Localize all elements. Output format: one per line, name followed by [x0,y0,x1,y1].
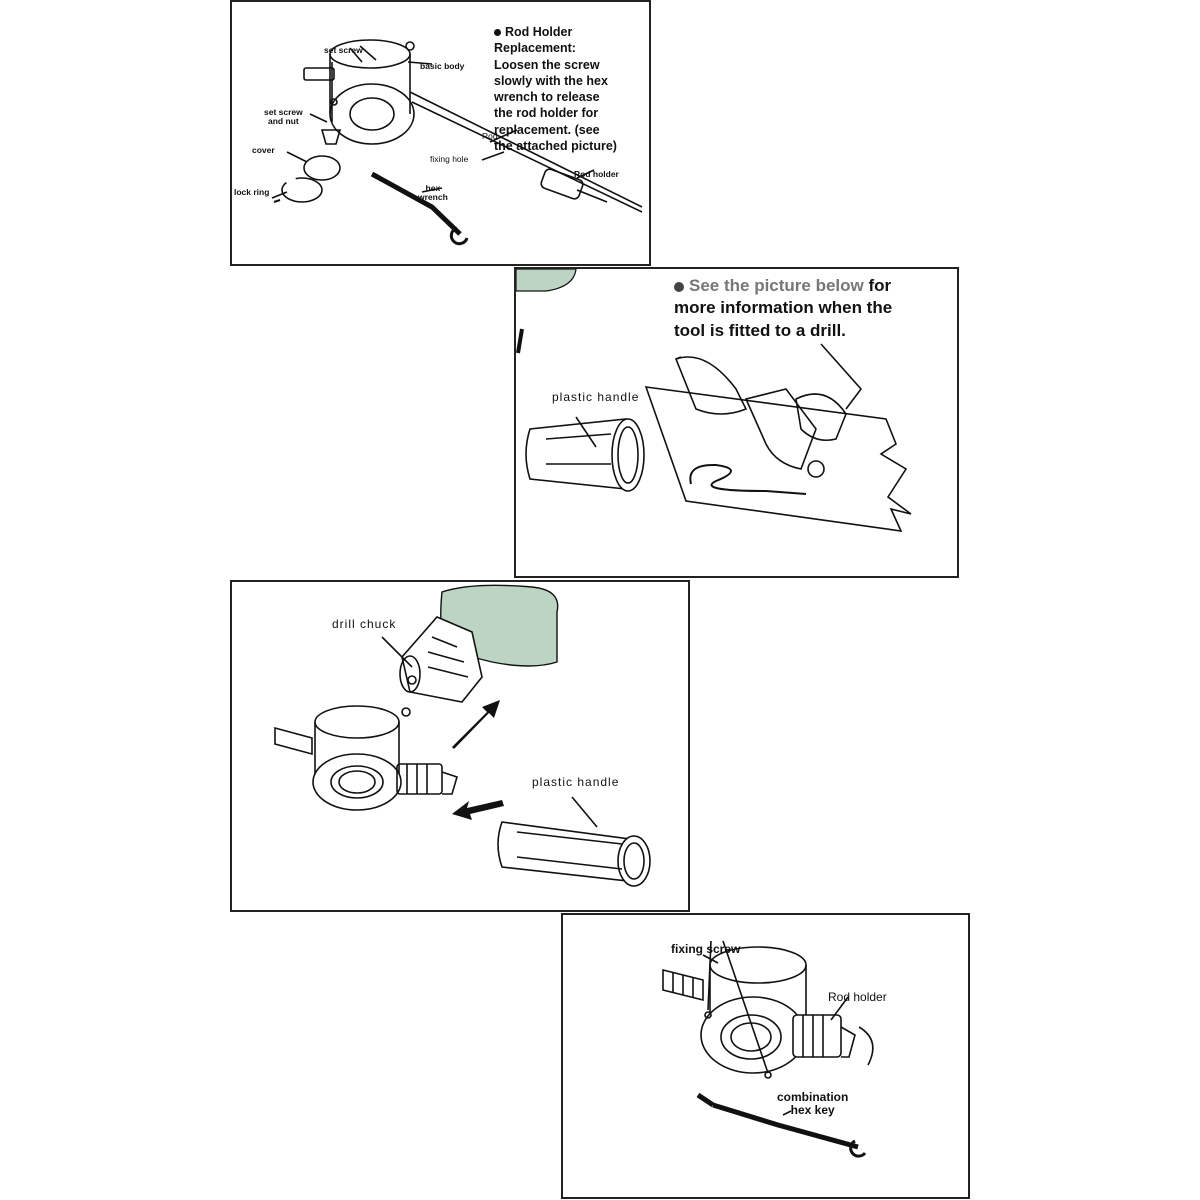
shaft-left [274,726,313,756]
rod-line [409,91,643,208]
hex-wrench-shape [370,171,462,236]
basic-body-ring [329,83,415,145]
label-drill-chuck: drill chuck [332,617,397,631]
label-set-screw: set screw [324,45,363,55]
cover-part [303,155,341,181]
drill-fitting-note: See the picture below for more informati… [674,276,893,340]
left-hand [674,356,748,415]
rod-holder-replacement-note: Rod Holder Replacement: Loosen the screw… [494,25,617,153]
fixing-screw-illustration [662,940,874,1158]
drill-fitting-illustration [516,269,912,532]
label-basic-body: basic body [420,61,465,71]
right-hand [795,393,847,442]
drill-corner [516,269,577,292]
label-hex-wrench: hex wrench [418,183,448,203]
bullet-icon [494,29,501,37]
lock-ring-part [281,177,323,203]
metal-sheet [644,386,912,532]
arrow-icons [452,700,504,820]
panel-fixing-screw: fixing screw Rod holder combination hex … [561,913,970,1199]
basic-body-ring [312,753,402,811]
arrow-left-icon [452,800,504,820]
arrow-up-icon [452,700,500,749]
rod-holder-part [792,1014,842,1058]
panel-drill-fitting: See the picture below for more informati… [514,267,959,578]
assembly-illustration [274,584,651,887]
basic-body-ring [700,996,806,1074]
shaft-thread [303,67,335,81]
rod-holder-right [396,763,443,795]
label-rod-holder: Rod holder [828,990,887,1004]
body-top [314,705,400,739]
panel-assembly: drill chuck plastic handle [230,580,690,912]
panel-rod-holder-replacement: set screw basic body set screw and nut c… [230,0,651,266]
label-cover: cover [252,145,275,155]
drill-body [744,388,817,470]
label-rod-holder: Rod holder [574,169,619,179]
label-set-screw-nut: set screw and nut [264,107,303,127]
label-plastic-handle: plastic handle [552,390,640,404]
label-plastic-handle: plastic handle [532,775,620,789]
hex-key-shape [712,1102,859,1150]
label-rod: Rod [482,131,498,141]
label-lock-ring: lock ring [234,187,270,197]
label-fixing-hole: fixing hole [430,154,469,164]
rotation-arrow-icon [858,1026,874,1066]
label-fixing-screw: fixing screw [671,942,741,956]
set-screw-nut-part [320,129,342,145]
label-combination-hex-key: combination hex key [777,1090,849,1118]
rod-holder-exploded-diagram [271,39,643,246]
bullet-icon [674,281,684,292]
shaft-left [662,968,704,1002]
